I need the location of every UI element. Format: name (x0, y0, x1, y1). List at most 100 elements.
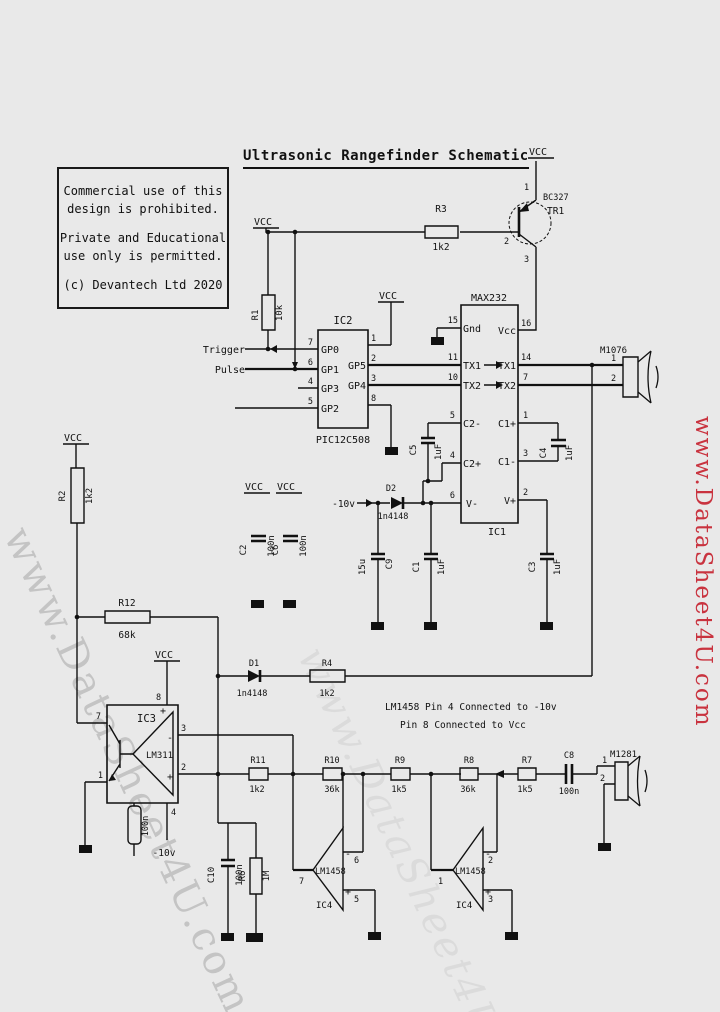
ic1-port-tx1-in: TX1 (463, 361, 481, 372)
c3-ref: C3 (528, 562, 538, 573)
ic2-pin5: 5 (308, 397, 313, 407)
ic1-port-tx1-out: TX1 (498, 361, 516, 372)
pulse-label: Pulse (215, 365, 245, 376)
r11-value: 1k2 (249, 785, 264, 795)
ic1-ref: IC1 (488, 527, 506, 538)
c4-value: 1uF (565, 445, 575, 461)
d1-value: 1n4148 (237, 689, 268, 699)
junction-dots (74, 229, 595, 777)
c2-value: 100n (267, 535, 277, 557)
tr1-pin2: 2 (504, 237, 509, 247)
c6-value: 100n (299, 535, 309, 557)
ic1-pin16: 16 (521, 319, 531, 329)
schematic-wires-thick (245, 363, 623, 872)
vcc-label: VCC (64, 433, 82, 444)
ic1-port-c1m: C1- (498, 457, 516, 468)
page-title: Ultrasonic Rangefinder Schematic (243, 148, 529, 169)
ic2-pin6: 6 (308, 358, 313, 368)
ic1-port-c1p: C1+ (498, 419, 516, 430)
ic3-plus-mark: + (167, 772, 173, 783)
c1-value: 1uF (437, 559, 447, 575)
ic4a-pin7: 7 (299, 877, 304, 887)
r10-ref: R10 (324, 756, 339, 766)
ic2-pin3: 3 (371, 374, 376, 384)
d2-value: 1n4148 (378, 512, 409, 522)
ic2-ref: IC2 (334, 315, 353, 327)
ic3-pin8: 8 (156, 693, 161, 703)
copyright-notice-box: Commercial use of this design is prohibi… (57, 167, 229, 309)
neg10v-label: -10v (332, 499, 355, 510)
r2-value: 1k2 (85, 488, 95, 504)
r9-ref: R9 (395, 756, 405, 766)
d2-ref: D2 (386, 484, 396, 494)
ic1-pin2: 2 (523, 488, 528, 498)
ic1-port-gnd: Gnd (463, 324, 481, 335)
notice-line: (c) Devantech Ltd 2020 (63, 277, 223, 292)
ic3-pin3: 3 (181, 724, 186, 734)
transistor-tr1-body (508, 201, 552, 245)
ic1-port-vcc: Vcc (498, 326, 516, 337)
c3-value: 1uF (553, 559, 563, 575)
ic4a-ref: IC4 (316, 901, 332, 911)
ic2-port-gp3: GP3 (321, 384, 339, 395)
ic2-port-gp1: GP1 (321, 365, 339, 376)
vcc-label: VCC (379, 291, 397, 302)
ic1-pin5: 5 (450, 411, 455, 421)
r10-value: 36k (324, 785, 339, 795)
r7-value: 1k5 (517, 785, 532, 795)
notice-line: Private and Educational (59, 230, 227, 245)
lm1458-note-line2: Pin 8 Connected to Vcc (400, 720, 526, 731)
tr1-part: BC327 (543, 193, 569, 203)
tr1-pin3: 3 (524, 255, 529, 265)
ic3-vplus-mark: + (160, 706, 166, 717)
ic1-pin1: 1 (523, 411, 528, 421)
ic1-pin3: 3 (523, 449, 528, 459)
c6-ref: C6 (271, 545, 281, 556)
ic1-pin6: 6 (450, 491, 455, 501)
r12-value: 68k (118, 630, 135, 641)
r3-ref: R3 (435, 204, 446, 215)
c8-ref: C8 (564, 751, 574, 761)
r6-value: 1M (262, 870, 272, 881)
c5-value: 1uF (434, 444, 444, 460)
r2-ref: R2 (58, 491, 68, 502)
ic1-port-tx2-in: TX2 (463, 381, 481, 392)
ic4b-plus-mark: + (485, 887, 491, 898)
c4-ref: C4 (539, 448, 549, 459)
ic-outlines (106, 304, 519, 804)
ic1-port-vm: V- (466, 499, 478, 510)
ic3-pin1: 1 (98, 771, 103, 781)
c8-value: 100n (559, 787, 579, 797)
schematic-wires (63, 157, 615, 933)
ic4a-minus-mark: - (345, 849, 351, 860)
tr1-pin1: 1 (524, 183, 529, 193)
ic1-pin10: 10 (448, 373, 458, 383)
ic2-pin7: 7 (308, 338, 313, 348)
ic1-pin15: 15 (448, 316, 458, 326)
ic1-pin11: 11 (448, 353, 458, 363)
ic2-pin2: 2 (371, 354, 376, 364)
r4-ref: R4 (322, 659, 332, 669)
ic1-pin4: 4 (450, 451, 455, 461)
vcc-label: VCC (277, 482, 295, 493)
notice-line: Commercial use of this (63, 183, 223, 198)
ic4b-part: LM1458 (455, 867, 486, 877)
lm311-balance-component (127, 805, 142, 845)
r9-value: 1k5 (391, 785, 406, 795)
r3-value: 1k2 (432, 242, 449, 253)
ic4a-pin6: 6 (354, 856, 359, 866)
ic4a-pin5: 5 (354, 895, 359, 905)
r12-ref: R12 (118, 598, 135, 609)
r8-value: 36k (460, 785, 475, 795)
neg10v-label: -10v (153, 848, 176, 859)
ic4b-pin1: 1 (438, 877, 443, 887)
ic2-pin1: 1 (371, 334, 376, 344)
component-boxes (70, 225, 639, 895)
c10-value: 100n (235, 864, 245, 886)
transducer-cones (627, 350, 659, 807)
ic1-port-c2p: C2+ (463, 459, 481, 470)
m1076-pin1: 1 (611, 354, 616, 364)
d1-ref: D1 (249, 659, 259, 669)
ic3-pin7: 7 (96, 712, 101, 722)
m1281-ref: M1281 (610, 750, 637, 760)
